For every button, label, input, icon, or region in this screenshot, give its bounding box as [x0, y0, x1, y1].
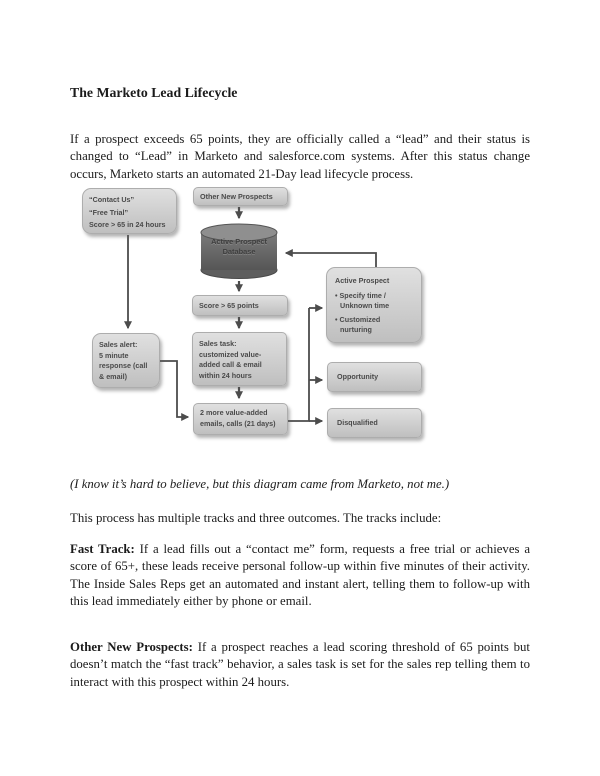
page-title: The Marketo Lead Lifecycle	[70, 85, 238, 100]
node-line: Sales alert:	[99, 340, 138, 349]
tracks-intro-paragraph: This process has multiple tracks and thr…	[70, 510, 442, 525]
intro-paragraph: If a prospect exceeds 65 points, they ar…	[70, 131, 530, 181]
node-disqualified: Disqualified	[327, 408, 422, 438]
node-active-prospect-database: Active Prospect Database	[200, 223, 278, 280]
node-line: nurturing	[340, 325, 372, 334]
diagram-caption: (I know it’s hard to believe, but this d…	[70, 476, 450, 491]
node-line: & email)	[99, 371, 127, 381]
node-active-prospect: Active Prospect • Specify time / Unknown…	[326, 267, 422, 343]
node-line: Sales task:	[199, 339, 237, 348]
node-other-new-prospects: Other New Prospects	[193, 187, 288, 206]
node-line: “Free Trial”	[89, 207, 129, 217]
other-prospects-body: If a prospect reaches a lead scoring thr…	[70, 639, 530, 689]
line-outcomes-trunk	[288, 308, 310, 422]
fast-track-paragraph: Fast Track: If a lead fills out a “conta…	[70, 541, 530, 611]
node-sales-task: Sales task: customized value- added call…	[192, 332, 287, 386]
node-2-more-emails: 2 more value-added emails, calls (21 day…	[193, 403, 288, 435]
node-line: Unknown time	[340, 301, 390, 310]
node-line: • Customized	[335, 314, 381, 324]
other-prospects-paragraph: Other New Prospects: If a prospect reach…	[70, 639, 530, 692]
node-line: Disqualified	[337, 418, 378, 427]
node-line: emails, calls (21 days)	[200, 418, 276, 428]
node-line: within 24 hours	[199, 370, 252, 380]
node-line: added call & email	[199, 360, 262, 369]
arrow-nurture-loop-to-database	[284, 249, 377, 267]
node-line: Active Prospect	[335, 276, 390, 285]
fast-track-body: If a lead fills out a “contact me” form,…	[70, 541, 530, 609]
node-line: “Contact Us”	[89, 195, 135, 204]
node-sales-alert: Sales alert: 5 minute response (call & e…	[92, 333, 160, 388]
lead-lifecycle-diagram: “Contact Us” “Free Trial” Score > 65 in …	[0, 185, 600, 450]
node-contact-us: “Contact Us” “Free Trial” Score > 65 in …	[82, 188, 177, 234]
node-line: Opportunity	[337, 372, 379, 381]
node-line: • Specify time /	[335, 290, 386, 300]
node-opportunity: Opportunity	[327, 362, 422, 392]
node-score-65-points: Score > 65 points	[192, 295, 288, 316]
fast-track-label: Fast Track:	[70, 541, 135, 556]
node-line: 2 more value-added	[200, 408, 268, 417]
node-line: Active Prospect	[211, 237, 267, 246]
node-line: Other New Prospects	[200, 191, 273, 201]
node-line: Score > 65 in 24 hours	[89, 220, 166, 229]
node-line: 5 minute	[99, 350, 129, 360]
node-line: customized value-	[199, 349, 262, 359]
node-line: Score > 65 points	[199, 300, 259, 310]
arrow-sales-alert-to-emails	[160, 360, 190, 421]
other-prospects-label: Other New Prospects:	[70, 639, 193, 654]
node-line: response (call	[99, 361, 148, 370]
node-line: Database	[222, 247, 256, 256]
database-label: Active Prospect Database	[200, 237, 278, 257]
database-cylinder-icon	[200, 223, 278, 279]
